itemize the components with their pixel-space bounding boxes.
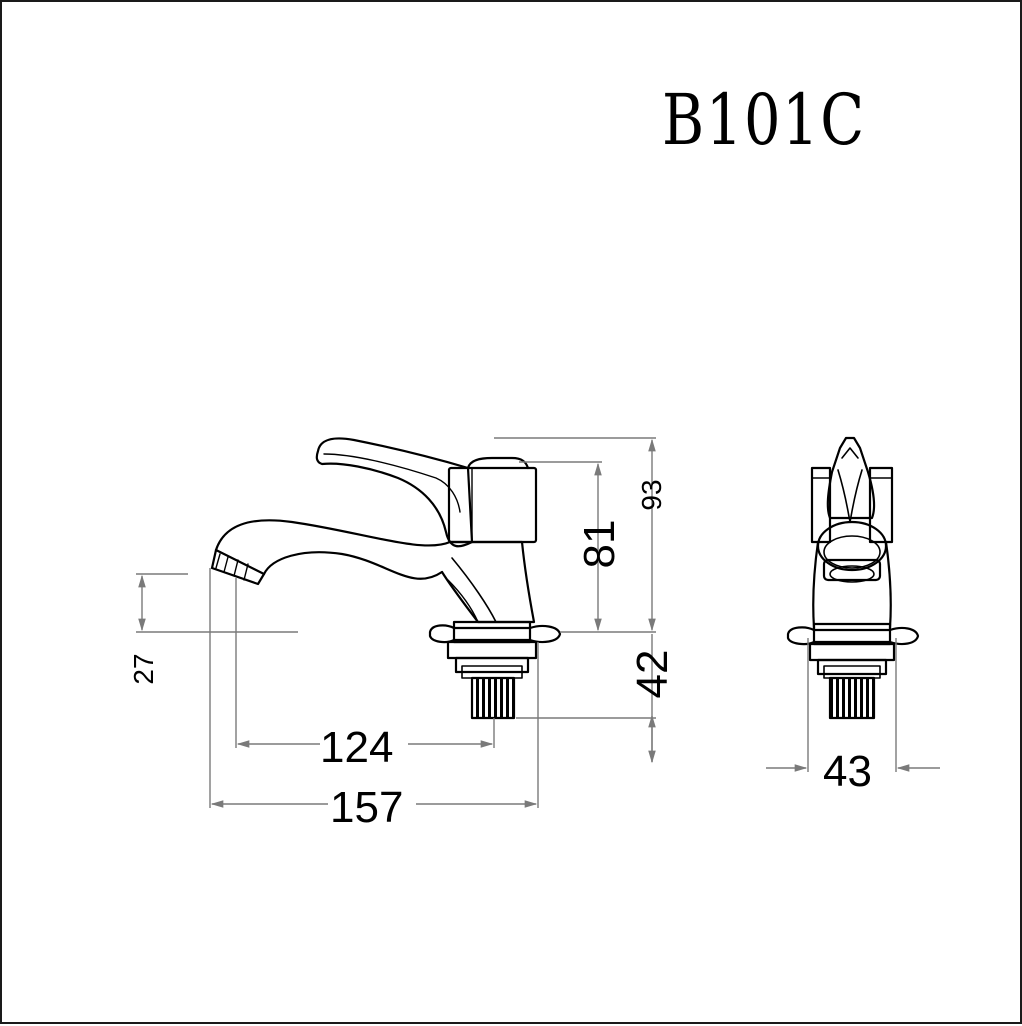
dimension-overall-length: 157 (330, 783, 404, 832)
lever-handle (315, 437, 474, 548)
spout (214, 519, 452, 580)
front-threaded-shank (828, 676, 876, 720)
model-code-title: B101C (662, 79, 866, 161)
front-view-dimensions (766, 638, 940, 772)
dimension-spout-outlet-height: 27 (128, 653, 159, 685)
handle-cap (447, 466, 538, 544)
front-body (812, 540, 892, 630)
lock-nut (446, 640, 538, 660)
dimension-shank-length: 42 (628, 649, 677, 699)
front-lock-nut (808, 642, 896, 662)
side-view (210, 437, 562, 720)
front-base-rosette (786, 626, 920, 646)
dimension-height-to-handle: 81 (575, 519, 624, 569)
spout-outlet (816, 520, 888, 572)
dimension-body-width: 43 (823, 747, 872, 796)
threaded-shank (470, 676, 516, 720)
faucet-body (440, 540, 536, 624)
dimension-overall-height: 93 (636, 479, 667, 511)
base-rosette (428, 624, 562, 644)
side-view-dimensions (136, 437, 656, 808)
dimension-spout-reach: 124 (320, 723, 394, 772)
front-view (786, 436, 920, 720)
